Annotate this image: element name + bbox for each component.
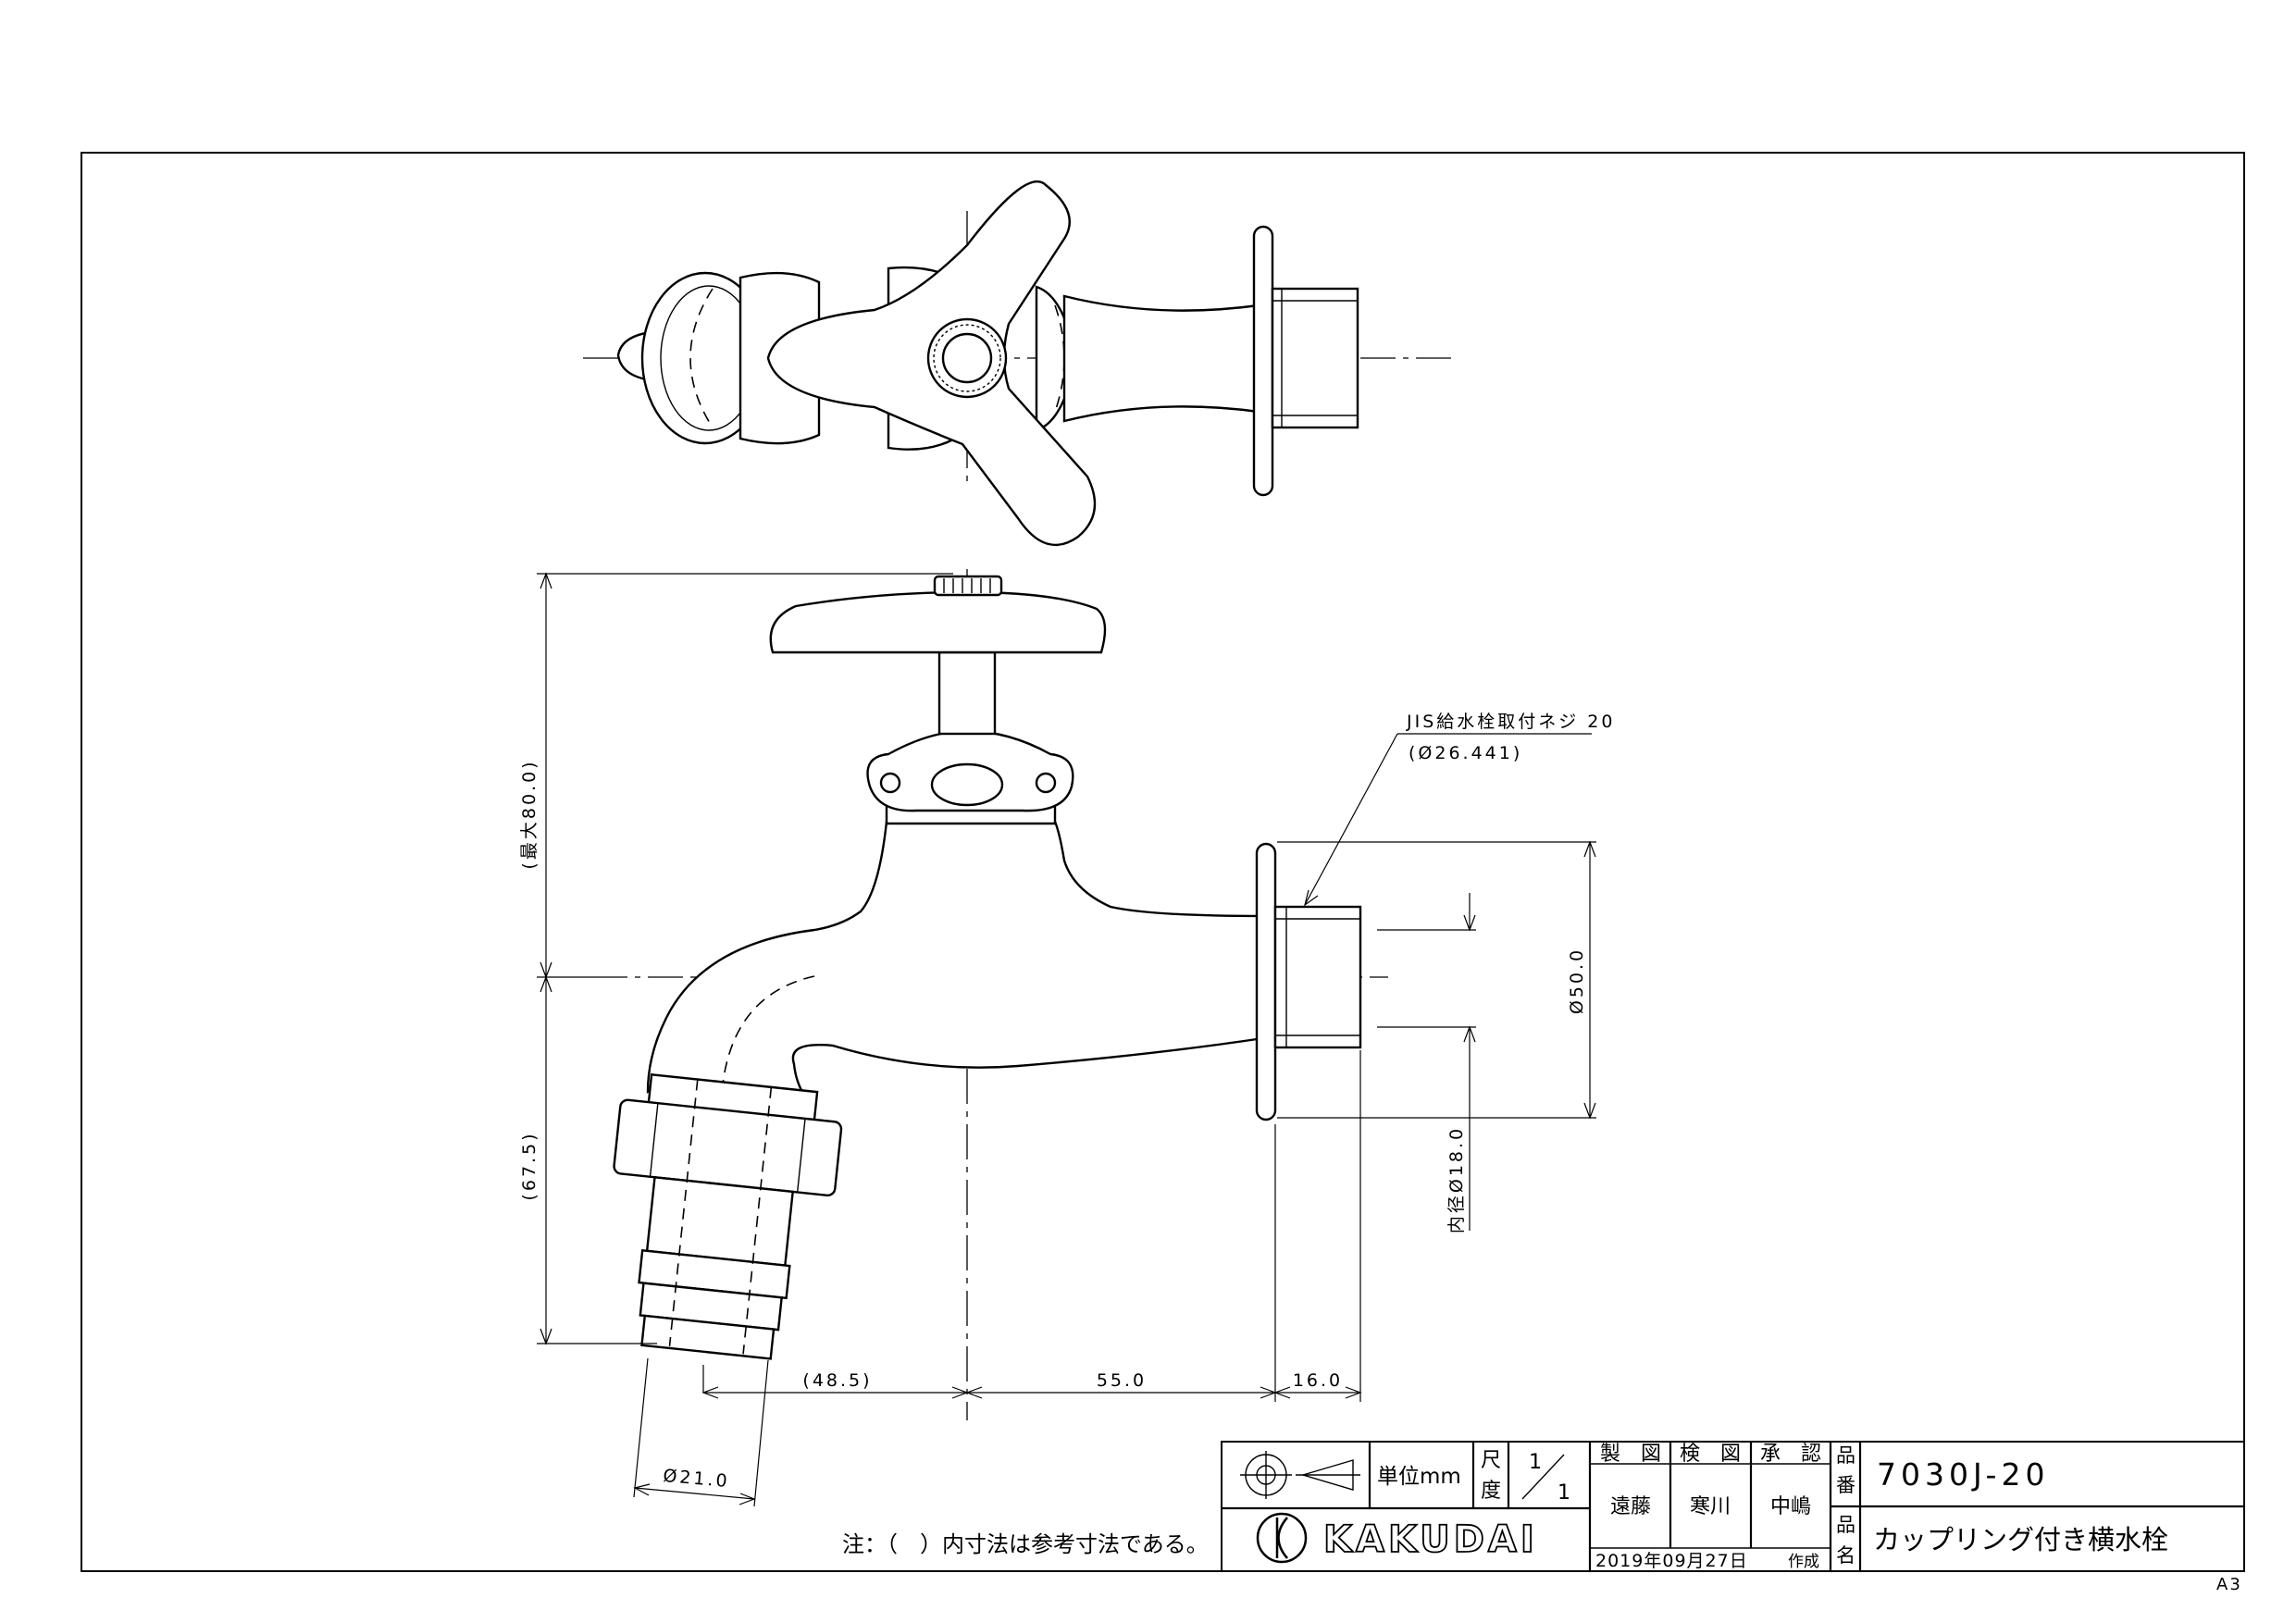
date-suffix: 作成 [1788, 1553, 1819, 1571]
projection-symbol-icon [1240, 1451, 1360, 1499]
handle-cap [769, 590, 1107, 654]
thread-label: JIS給水栓取付ネジ 20 [1406, 712, 1615, 732]
dim-height-lower: (67.5) [519, 1131, 540, 1200]
dim-width-mid: 55.0 [1097, 1370, 1147, 1391]
title-block: 単位mm 尺 度 1 1 製 図 検 図 承 認 遠藤 寒川 中嶋 2019年0… [1221, 1441, 2245, 1572]
drawing-note: 注：（ ）内寸法は参考寸法である。 [842, 1531, 1209, 1557]
dim-flange-dia: Ø50.0 [1567, 948, 1587, 1014]
drawing-date: 2019年09月27日 [1595, 1551, 1748, 1571]
dim-height-max: (最大80.0) [519, 759, 540, 869]
part-no-label-1: 品 [1836, 1444, 1855, 1467]
sheet-size-label: A3 [2216, 1575, 2242, 1594]
dim-inner-dia: 内径Ø18.0 [1446, 1126, 1467, 1233]
part-no-label-2: 番 [1836, 1474, 1855, 1496]
drawing-frame [81, 152, 2245, 1572]
scale-denominator: 1 [1558, 1481, 1570, 1505]
scale-label-2: 度 [1481, 1480, 1501, 1503]
company-name: KAKUDAI [1323, 1518, 1538, 1561]
made-label: 製 図 [1600, 1443, 1661, 1466]
check-name: 寒川 [1690, 1495, 1731, 1518]
part-number: 7030J-20 [1877, 1456, 2049, 1493]
part-name: カップリング付き横水栓 [1873, 1524, 2168, 1555]
dim-width-left: (48.5) [802, 1370, 872, 1391]
unit-label: 単位mm [1377, 1465, 1461, 1489]
dim-hose-dia: Ø21.0 [663, 1466, 731, 1492]
part-name-label-1: 品 [1836, 1514, 1855, 1536]
made-name: 遠藤 [1610, 1495, 1651, 1518]
scale-numerator: 1 [1529, 1451, 1542, 1474]
top-view [583, 180, 1453, 546]
approve-name: 中嶋 [1770, 1495, 1811, 1518]
approve-label: 承 認 [1760, 1443, 1821, 1466]
spout-body [646, 820, 1265, 1098]
thread-dia: (Ø26.441) [1409, 743, 1522, 763]
dim-width-right: 16.0 [1293, 1370, 1343, 1391]
check-label: 検 図 [1680, 1443, 1741, 1466]
kakudai-logo: KAKUDAI [1256, 1512, 1538, 1564]
scale-label-1: 尺 [1481, 1449, 1501, 1472]
part-name-label-2: 名 [1836, 1544, 1855, 1567]
front-view [592, 569, 1388, 1420]
